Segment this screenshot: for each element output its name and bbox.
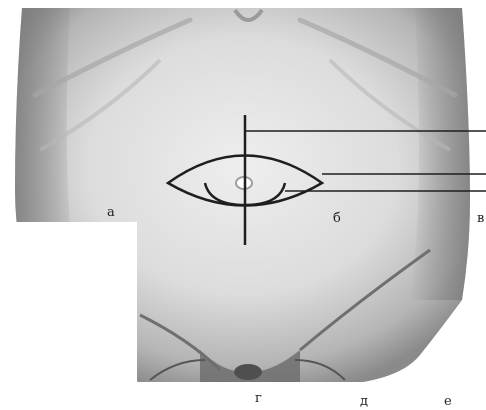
blank-strip-bottom [0, 382, 486, 410]
blank-panel-left [0, 222, 137, 382]
pubic-detail [234, 364, 262, 380]
label-a: а [107, 206, 115, 219]
label-b: б [333, 212, 341, 225]
label-e: е [444, 395, 452, 408]
label-v: в [477, 212, 484, 225]
label-g: г [255, 392, 262, 405]
label-d: д [360, 395, 368, 408]
